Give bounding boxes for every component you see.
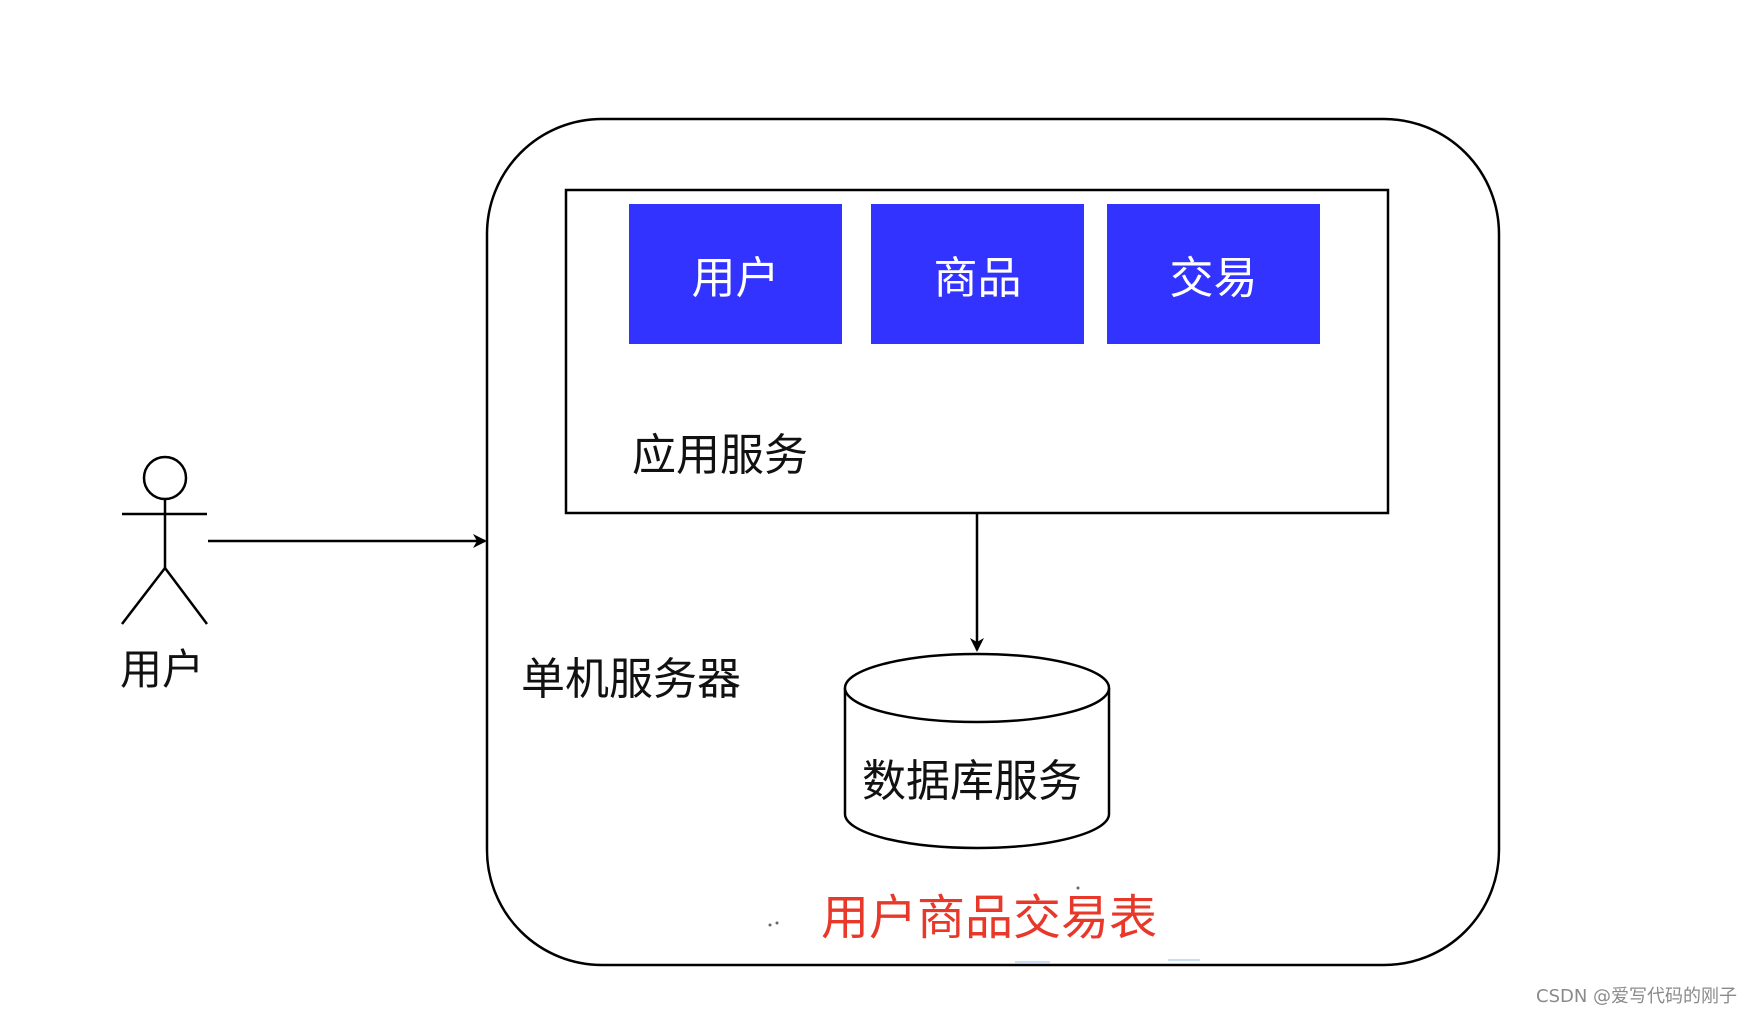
app-service-label: 应用服务 (632, 430, 808, 481)
faint-smudges (1015, 959, 1200, 963)
actor-label: 用户 (120, 645, 205, 694)
user-actor-icon (121, 455, 208, 625)
stray-marks (768, 886, 1080, 927)
module-label-product: 商品 (933, 253, 1022, 304)
module-box-trade (1107, 204, 1320, 344)
module-label-trade: 交易 (1169, 253, 1258, 304)
module-box-user (629, 204, 842, 344)
database-cylinder-icon (843, 652, 1111, 850)
watermark-text: CSDN @爱写代码的刚子 (1536, 986, 1738, 1007)
module-label-user: 用户 (691, 253, 780, 304)
server-box (485, 117, 1501, 967)
database-label: 数据库服务 (862, 756, 1082, 807)
server-label: 单机服务器 (521, 654, 741, 705)
database-annotation: 用户商品交易表 (821, 890, 1158, 946)
module-box-product (871, 204, 1084, 344)
